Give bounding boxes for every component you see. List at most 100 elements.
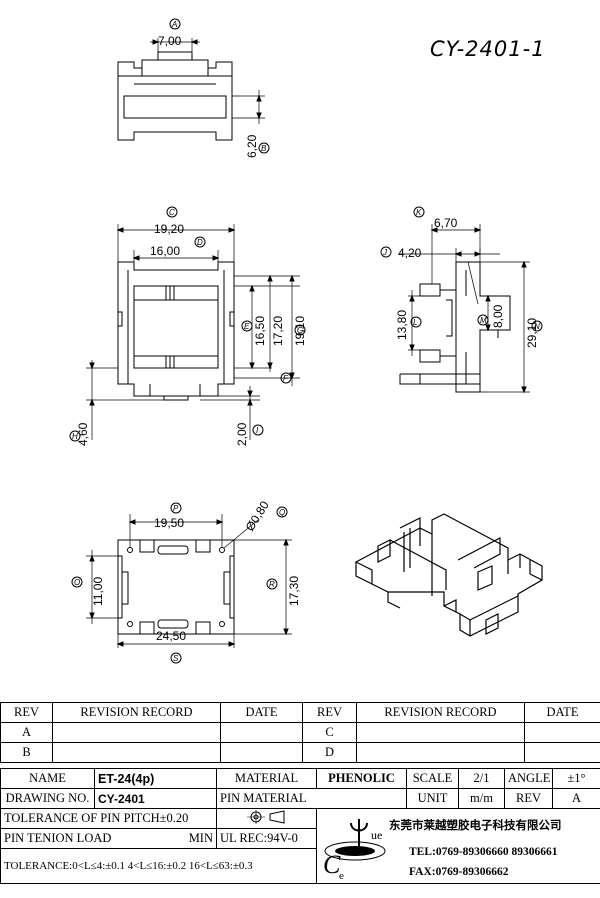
- dim-g-value: 19,10: [293, 316, 307, 346]
- dim-n-label: N: [534, 322, 540, 331]
- revision-header-row: REV REVISION RECORD DATE REV REVISION RE…: [0, 702, 600, 723]
- revision-table: REV REVISION RECORD DATE REV REVISION RE…: [0, 702, 600, 763]
- scale-label: SCALE: [406, 768, 459, 789]
- revision-row: A C: [0, 722, 600, 743]
- date-cell: [220, 722, 303, 743]
- dim-p-value: 19,50: [154, 516, 184, 530]
- revision-record-cell: [356, 742, 525, 763]
- dim-r-value: 17,30: [287, 576, 301, 606]
- dim-d-label: D: [197, 238, 203, 247]
- revision-record-cell: [52, 742, 221, 763]
- pin-material-label: PIN MATERIAL: [216, 788, 407, 809]
- dimension-labels: 7,00 A 6,20 B 19,20 C 16,00 D 16,50 E 17…: [72, 20, 540, 663]
- date-header: DATE: [220, 702, 303, 723]
- rev-b: B: [0, 742, 53, 763]
- revision-row: B D: [0, 742, 600, 763]
- dim-l-value: 13,80: [395, 310, 409, 340]
- material-label: MATERIAL: [216, 768, 317, 789]
- projection-symbol: [216, 808, 317, 829]
- name-label: NAME: [0, 768, 95, 789]
- dim-c-label: C: [169, 208, 175, 217]
- projection-symbol-icon: [246, 810, 284, 824]
- dim-p-label: P: [173, 504, 179, 513]
- rev-a: A: [0, 722, 53, 743]
- dim-s-value: 24,50: [156, 629, 186, 643]
- pin-tension-row: PIN TENION LOAD MIN: [0, 828, 217, 849]
- dim-172-value: 17,20: [271, 316, 285, 346]
- revision-record-cell: [52, 722, 221, 743]
- unit-value: m/m: [458, 788, 505, 809]
- dim-a-value: 7,00: [158, 34, 182, 48]
- name-value: ET-24(4p): [94, 768, 217, 789]
- dim-c-value: 19,20: [154, 222, 184, 236]
- side-view: [380, 206, 543, 394]
- dim-l-label: L: [413, 318, 417, 327]
- dim-k-value: 6,70: [434, 216, 458, 230]
- company-fax: FAX:0769-89306662: [409, 866, 509, 878]
- drawing-no-value: CY-2401: [94, 788, 217, 809]
- dim-h-value: 4,60: [76, 422, 90, 446]
- rev-value: A: [552, 788, 600, 809]
- drawing-title: CY-2401-1: [430, 37, 546, 61]
- dim-b-label: B: [261, 144, 267, 153]
- angle-value: ±1°: [552, 768, 600, 789]
- material-value: PHENOLIC: [316, 768, 407, 789]
- rev-label: REV: [504, 788, 553, 809]
- logo-letter-e: e: [339, 870, 344, 882]
- rev-c: C: [302, 722, 357, 743]
- dim-b-value: 6,20: [245, 134, 259, 158]
- company-logo-icon: C e ue: [323, 819, 386, 882]
- rev-header: REV: [0, 702, 53, 723]
- logo-letter-c: C: [323, 850, 341, 879]
- date-cell: [524, 722, 600, 743]
- pin-pitch-tolerance: TOLERANCE OF PIN PITCH±0.20: [0, 808, 217, 829]
- dim-r-label: R: [269, 580, 275, 589]
- scale-value: 2/1: [458, 768, 505, 789]
- dim-h-label: H: [72, 432, 78, 441]
- dim-e-label: E: [244, 322, 250, 331]
- dim-j-label: J: [382, 248, 388, 257]
- tolerance: TOLERANCE:0<L≤4:±0.1 4<L≤16:±0.2 16<L≤63…: [0, 848, 317, 884]
- dim-o-value: 11,00: [91, 577, 105, 606]
- title-block: NAME ET-24(4p) MATERIAL PHENOLIC SCALE 2…: [0, 768, 600, 884]
- rev-header-right: REV: [302, 702, 357, 723]
- isometric-view: [354, 513, 543, 637]
- dim-s-label: S: [173, 654, 179, 663]
- date-header-right: DATE: [524, 702, 600, 723]
- dim-k-label: K: [416, 208, 422, 217]
- unit-label: UNIT: [406, 788, 459, 809]
- dim-m-label: M: [480, 316, 487, 325]
- ul-rec: UL REC:94V-0: [216, 828, 317, 849]
- dim-d-value: 16,00: [150, 244, 180, 258]
- top-view: [117, 18, 270, 154]
- rev-d: D: [302, 742, 357, 763]
- date-cell: [524, 742, 600, 763]
- front-view: [69, 206, 306, 442]
- date-cell: [220, 742, 303, 763]
- dim-q-label: Q: [279, 508, 285, 517]
- company-block: C e ue 东莞市莱越塑胶电子科技有限公司 TEL:0769-89306660…: [316, 808, 600, 884]
- logo-letters-ue: ue: [371, 828, 382, 842]
- dim-q-value: Ø0,80: [243, 498, 272, 533]
- bottom-view: [71, 502, 292, 664]
- company-name-cn: 东莞市莱越塑胶电子科技有限公司: [389, 820, 562, 832]
- pin-tension-min: MIN: [188, 831, 213, 845]
- dim-m-value: 8,00: [491, 304, 505, 328]
- dim-e-value: 16,50: [253, 316, 267, 346]
- drawing-no-label: DRAWING NO.: [0, 788, 95, 809]
- dim-a-label: A: [171, 20, 177, 29]
- dim-o-label: O: [74, 578, 80, 587]
- angle-label: ANGLE: [504, 768, 553, 789]
- dim-g-label: G: [297, 326, 303, 335]
- technical-drawing: CY-2401-1: [69, 18, 546, 664]
- revision-record-cell: [356, 722, 525, 743]
- dim-i-value: 2,00: [235, 422, 249, 446]
- dim-f-label: F: [283, 374, 289, 383]
- pin-tension-label: PIN TENION LOAD: [4, 831, 112, 845]
- dim-i-label: I: [256, 426, 259, 435]
- dim-n-value: 29,10: [525, 318, 539, 348]
- revision-record-header: REVISION RECORD: [52, 702, 221, 723]
- dim-j-value: 4,20: [398, 246, 422, 260]
- revision-record-header-right: REVISION RECORD: [356, 702, 525, 723]
- company-tel: TEL:0769-89306660 89306661: [409, 846, 558, 858]
